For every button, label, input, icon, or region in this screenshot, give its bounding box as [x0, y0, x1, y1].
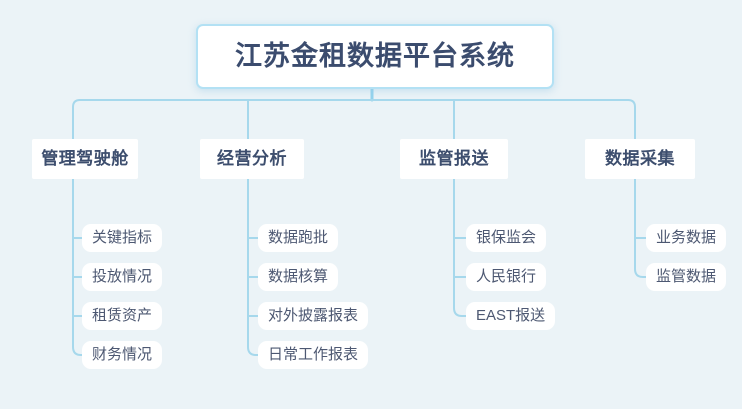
child-node[interactable]: 银保监会 [466, 224, 547, 252]
branch-node-regulatory-reporting[interactable]: 监管报送 [400, 139, 508, 179]
child-node[interactable]: 业务数据 [646, 224, 727, 252]
root-node[interactable]: 江苏金租数据平台系统 [196, 24, 554, 89]
child-node[interactable]: 数据跑批 [258, 224, 339, 252]
branch-node-business-analysis[interactable]: 经营分析 [200, 139, 304, 179]
branch-node-management-cockpit[interactable]: 管理驾驶舱 [32, 139, 138, 179]
child-node[interactable]: 人民银行 [466, 263, 547, 291]
child-node[interactable]: 关键指标 [82, 224, 163, 252]
child-node[interactable]: 监管数据 [646, 263, 727, 291]
child-node[interactable]: 数据核算 [258, 263, 339, 291]
branch-node-data-collection[interactable]: 数据采集 [585, 139, 695, 179]
child-node[interactable]: 租赁资产 [82, 302, 163, 330]
child-node[interactable]: 对外披露报表 [258, 302, 369, 330]
child-node[interactable]: 投放情况 [82, 263, 163, 291]
child-node[interactable]: 日常工作报表 [258, 341, 369, 369]
child-node[interactable]: EAST报送 [466, 302, 556, 330]
child-node[interactable]: 财务情况 [82, 341, 163, 369]
